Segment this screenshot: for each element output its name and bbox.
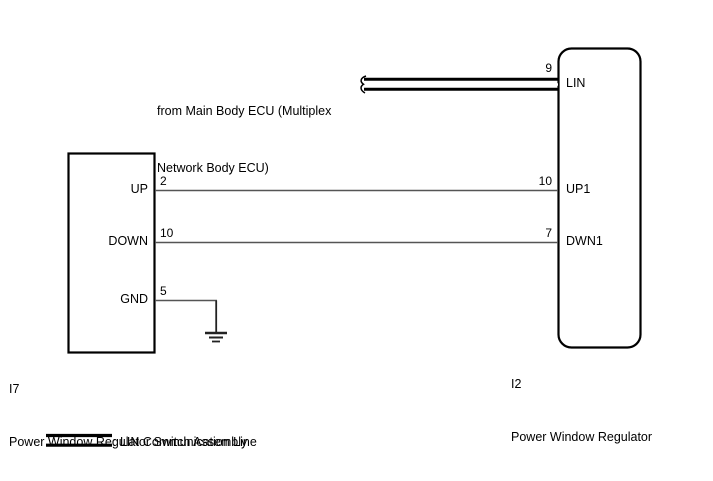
left-connector-box[interactable] xyxy=(67,152,156,354)
right-pin-number-dwn1: 7 xyxy=(545,226,552,240)
right-port-label-lin: LIN xyxy=(566,76,586,90)
lin-communication-wire xyxy=(360,75,558,94)
left-connector-caption: I7 Power Window Regulator Switch Assembl… xyxy=(9,346,319,481)
right-connector-box[interactable] xyxy=(557,47,642,349)
left-connector-name-line1: Power Window Regulator Switch Assembly xyxy=(9,434,248,449)
source-note-line2: Network Body ECU) xyxy=(157,161,269,175)
right-pin-number-up1: 10 xyxy=(538,174,552,188)
legend-label: : LIN Communication Line xyxy=(113,435,257,449)
left-pin-number-up: 2 xyxy=(160,174,167,188)
right-port-label-up1: UP1 xyxy=(566,182,591,196)
right-pin-number-lin: 9 xyxy=(545,61,552,75)
right-connector-name-line1: Power Window Regulator xyxy=(511,429,653,444)
right-port-label-dwn1: DWN1 xyxy=(566,234,603,248)
source-note-line1: from Main Body ECU (Multiplex xyxy=(157,104,332,118)
left-pin-number-down: 10 xyxy=(160,226,174,240)
left-port-label-gnd: GND xyxy=(120,292,148,306)
left-port-label-up: UP xyxy=(130,182,148,196)
lin-communication-line-swatch xyxy=(46,433,112,447)
left-pin-number-gnd: 5 xyxy=(160,284,167,298)
right-connector-caption: I2 Power Window Regulator Motor Assembly… xyxy=(511,341,711,481)
left-connector-code: I7 xyxy=(9,382,20,396)
source-note: from Main Body ECU (Multiplex Network Bo… xyxy=(157,64,372,216)
lin-wire-end-curl xyxy=(360,75,367,94)
left-port-label-down: DOWN xyxy=(108,234,148,248)
right-connector-code: I2 xyxy=(511,377,522,391)
